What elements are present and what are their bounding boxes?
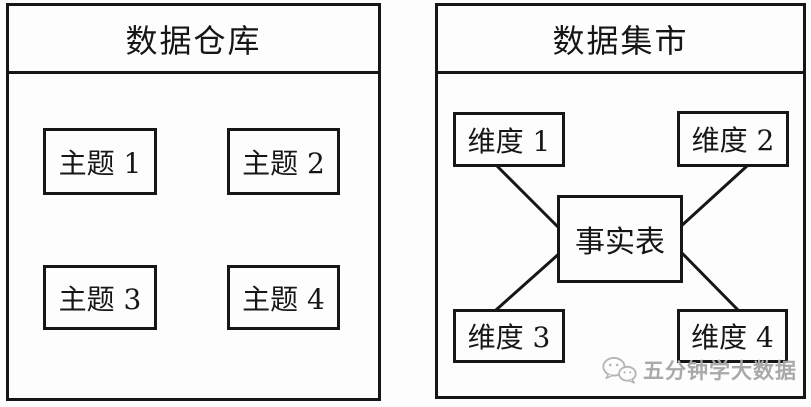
data-warehouse-title: 数据仓库 — [9, 6, 378, 74]
data-mart-panel: 数据集市 — [435, 3, 806, 399]
dimension-3-box: 维度 3 — [453, 309, 565, 363]
fact-table-box: 事实表 — [557, 195, 683, 283]
topic-2-box: 主题 2 — [227, 128, 340, 195]
wechat-bubbles-icon — [601, 355, 638, 385]
dimension-2-box: 维度 2 — [677, 111, 789, 167]
topic-3-box: 主题 3 — [43, 265, 157, 330]
watermark-text: 五分钟学大数据 — [643, 359, 797, 383]
topic-1-box: 主题 1 — [43, 128, 157, 195]
topic-4-box: 主题 4 — [227, 265, 340, 330]
dimension-4-box: 维度 4 — [677, 309, 788, 363]
watermark: 五分钟学大数据 — [601, 355, 797, 385]
data-mart-title: 数据集市 — [438, 6, 803, 74]
data-warehouse-panel: 数据仓库 — [6, 3, 381, 401]
dimension-1-box: 维度 1 — [453, 112, 565, 167]
